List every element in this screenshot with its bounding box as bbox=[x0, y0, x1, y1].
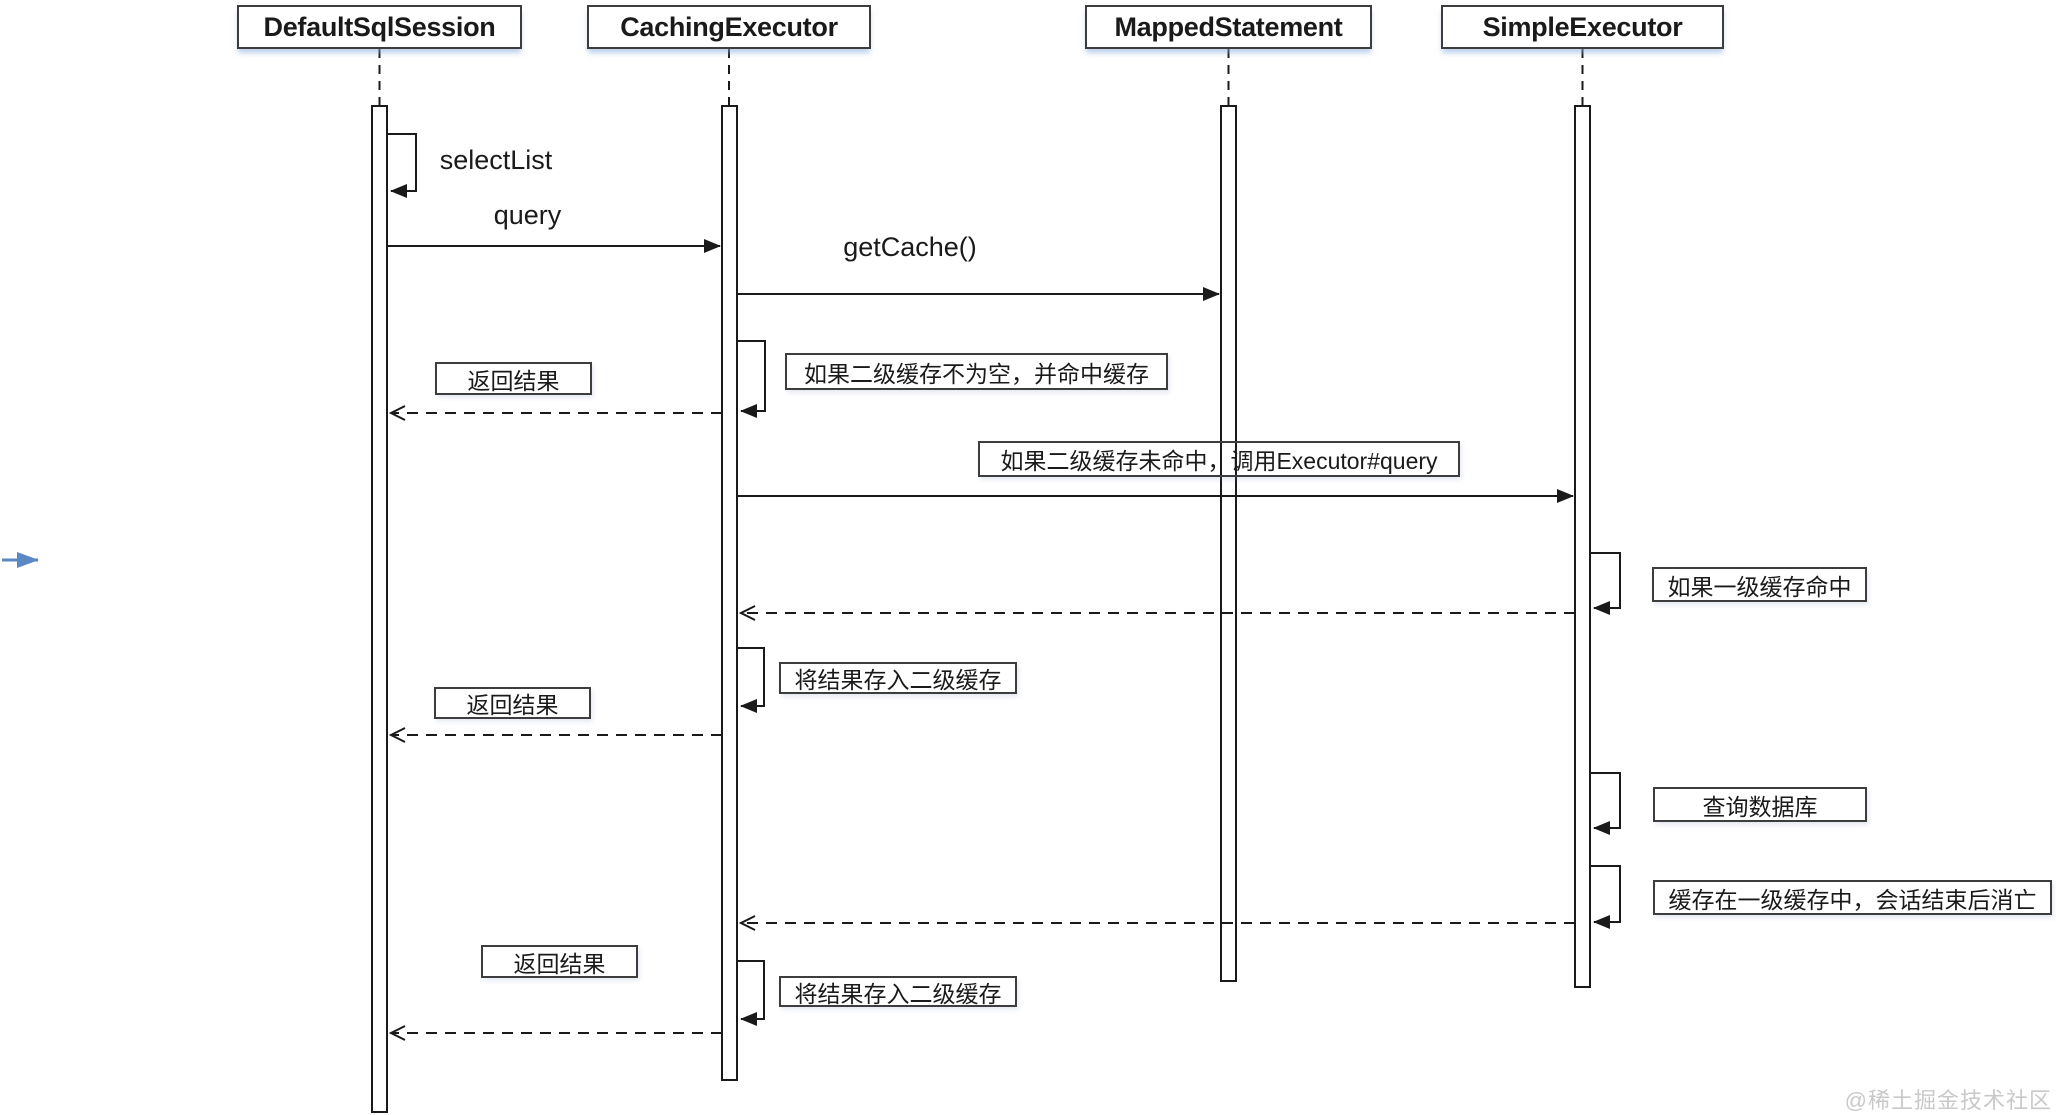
selfcall-l2-hit bbox=[737, 340, 766, 418]
activation-defaultsqlsession bbox=[371, 105, 388, 1113]
selfcall-store-l2-b bbox=[737, 960, 765, 1026]
selfcall-query-db bbox=[1590, 772, 1621, 835]
activation-simpleexecutor bbox=[1574, 105, 1591, 988]
selfcall-selectlist bbox=[387, 133, 417, 198]
activation-mappedstatement bbox=[1220, 105, 1237, 982]
selfcall-l1-hit bbox=[1590, 552, 1621, 615]
selfcall-l1-lifetime bbox=[1590, 865, 1621, 929]
activation-cachingexecutor bbox=[721, 105, 738, 1081]
selfcall-store-l2-a bbox=[737, 647, 765, 713]
